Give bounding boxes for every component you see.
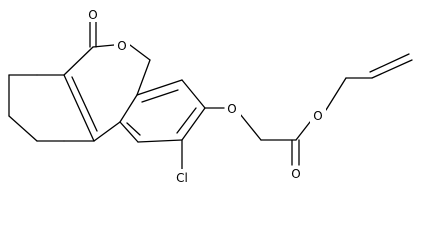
atom-carbonyl-oxygen: O — [84, 6, 98, 22]
bond — [126, 122, 141, 136]
bond — [181, 79, 206, 109]
bond — [63, 46, 94, 76]
atom-label: O — [88, 8, 97, 22]
bond — [8, 115, 38, 142]
atom-ring-oxygen: O — [114, 37, 130, 53]
atom-label: O — [291, 167, 300, 181]
atom-label: O — [313, 109, 322, 123]
bond — [181, 107, 206, 141]
bond-lines — [8, 21, 413, 171]
atom-ester-oxygen: O — [310, 108, 326, 124]
bond — [71, 76, 98, 132]
bond — [137, 139, 183, 143]
atom-label: O — [117, 39, 126, 53]
bond — [136, 79, 183, 96]
bond — [63, 74, 95, 142]
atom-chlorine: Cl — [173, 169, 193, 186]
atom-label: O — [227, 102, 236, 116]
chemical-structure-diagram: O O O O O Cl — [8, 6, 413, 186]
bond — [119, 121, 139, 143]
atom-label: Cl — [176, 171, 188, 185]
bond — [295, 121, 311, 141]
bond — [129, 44, 151, 61]
bond — [93, 121, 121, 142]
bond — [239, 113, 262, 141]
atom-ether-oxygen: O — [225, 100, 241, 116]
bond — [141, 89, 179, 103]
bond — [325, 77, 347, 111]
atom-labels: O O O O O Cl — [84, 6, 326, 186]
bond — [371, 59, 413, 79]
bond — [136, 59, 151, 96]
bond — [176, 107, 197, 134]
bond — [369, 53, 410, 73]
atom-ester-carbonyl-oxygen: O — [288, 166, 304, 182]
bond — [119, 94, 138, 123]
